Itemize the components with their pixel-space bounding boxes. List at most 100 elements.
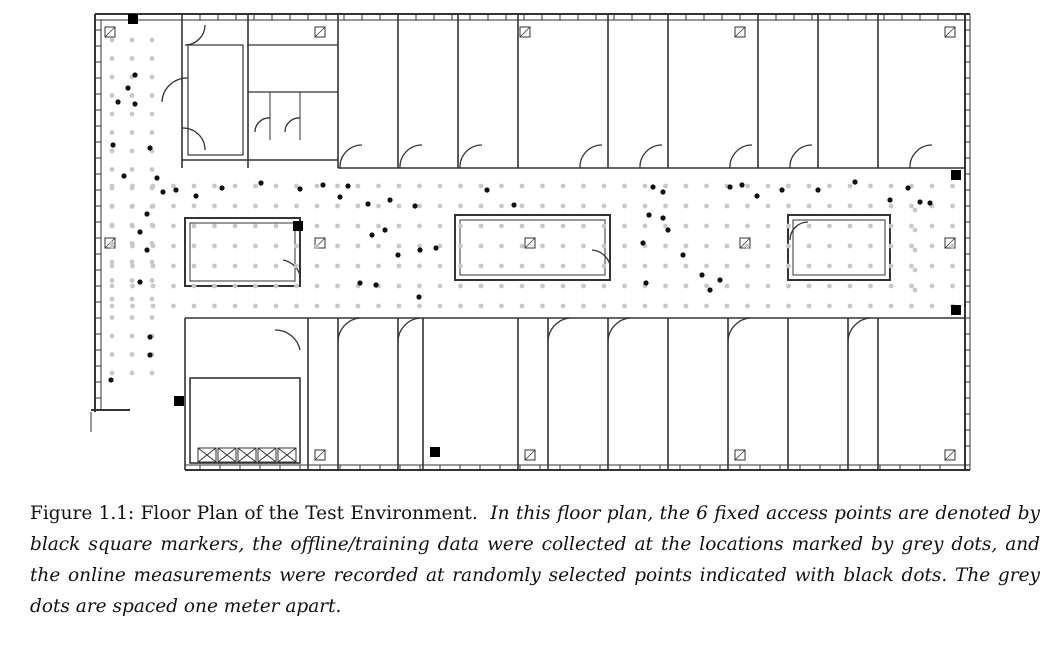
training-location-dot xyxy=(232,183,238,189)
training-location-dot xyxy=(929,183,935,189)
training-location-dot xyxy=(765,243,771,249)
training-location-dot xyxy=(149,222,155,228)
training-location-dot xyxy=(396,243,402,249)
training-location-dot xyxy=(642,203,648,209)
training-location-dot xyxy=(458,223,463,229)
training-location-dot xyxy=(129,111,135,117)
training-location-dot xyxy=(540,263,545,269)
training-location-dot xyxy=(109,283,115,289)
online-measurement-dot xyxy=(387,197,393,203)
door-swing xyxy=(847,317,871,343)
training-location-dot xyxy=(601,223,607,229)
training-location-dot xyxy=(560,263,566,269)
training-location-dot xyxy=(149,259,155,265)
training-location-dot xyxy=(663,283,668,289)
training-location-dot xyxy=(950,183,955,189)
door-swing xyxy=(909,144,933,169)
training-location-dot xyxy=(642,223,648,229)
training-location-dot xyxy=(335,203,340,209)
training-location-dot xyxy=(519,303,525,309)
door-swing xyxy=(727,317,751,343)
online-measurement-dot xyxy=(137,279,143,285)
training-location-dot xyxy=(149,167,155,172)
training-location-dot xyxy=(888,263,894,269)
pillar xyxy=(944,449,956,461)
training-location-dot xyxy=(499,223,504,229)
training-location-dot xyxy=(171,263,176,269)
training-location-dot xyxy=(109,259,115,265)
door-swing xyxy=(591,249,611,266)
pillar xyxy=(314,237,326,249)
training-location-dot xyxy=(560,303,566,309)
training-location-dot xyxy=(909,263,914,269)
training-location-dot xyxy=(191,263,197,269)
training-location-dot xyxy=(314,243,320,249)
online-measurement-dot xyxy=(643,280,649,286)
online-measurement-dot xyxy=(680,252,686,258)
online-measurement-dot xyxy=(927,200,933,206)
pillar-hatch xyxy=(739,237,751,249)
training-location-dot xyxy=(704,203,709,209)
training-location-dot xyxy=(601,243,607,249)
training-location-dot xyxy=(912,267,918,273)
training-location-dot xyxy=(129,56,135,61)
training-location-dot xyxy=(232,203,238,209)
training-location-dot xyxy=(129,241,135,246)
door-swing xyxy=(579,144,603,169)
training-location-dot xyxy=(273,303,279,309)
training-location-dot xyxy=(396,203,402,209)
training-location-dot xyxy=(581,183,586,189)
training-location-dot xyxy=(765,223,771,229)
training-location-dot xyxy=(806,303,812,309)
storage-room xyxy=(189,377,301,464)
access-points xyxy=(128,14,961,457)
training-location-dot xyxy=(950,203,955,209)
training-location-dot xyxy=(150,283,156,289)
training-location-dot xyxy=(478,223,484,229)
training-location-dot xyxy=(109,303,115,309)
training-location-dot xyxy=(868,203,873,209)
training-location-dot xyxy=(171,223,176,229)
door-swing xyxy=(284,117,301,133)
training-location-dot xyxy=(150,263,156,269)
training-location-dot xyxy=(560,223,566,229)
training-location-dot xyxy=(232,303,238,309)
training-locations xyxy=(109,37,955,376)
training-location-dot xyxy=(129,259,135,265)
door-swing xyxy=(184,24,206,46)
training-location-dot xyxy=(663,223,668,229)
training-location-dot xyxy=(171,183,176,189)
online-measurement-dot xyxy=(739,182,745,188)
training-location-dot xyxy=(109,352,115,357)
training-location-dot xyxy=(478,243,484,249)
pillar xyxy=(734,26,746,38)
access-point-marker xyxy=(951,305,961,315)
training-location-dot xyxy=(149,37,155,43)
training-location-dot xyxy=(560,203,566,209)
online-measurement-dot xyxy=(258,180,264,186)
pillar xyxy=(519,26,531,38)
online-measurement-dot xyxy=(297,186,303,192)
training-location-dot xyxy=(622,243,627,249)
online-measurement-dot xyxy=(110,142,116,148)
training-location-dot xyxy=(683,203,689,209)
access-point-marker xyxy=(174,396,184,406)
training-location-dot xyxy=(149,93,155,98)
training-location-dot xyxy=(191,183,197,189)
training-location-dot xyxy=(294,303,299,309)
training-location-dot xyxy=(642,263,648,269)
online-measurement-dot xyxy=(320,182,326,188)
training-location-dot xyxy=(868,223,873,229)
training-location-dot xyxy=(581,223,586,229)
door-swing xyxy=(181,127,206,151)
training-location-dot xyxy=(129,130,135,135)
caption-text: In this floor plan, the 6 fixed access p… xyxy=(30,503,1040,617)
training-location-dot xyxy=(704,183,709,189)
training-location-dot xyxy=(232,223,238,229)
online-measurement-dot xyxy=(852,179,858,185)
access-point-marker xyxy=(293,221,303,231)
pillar xyxy=(524,237,536,249)
training-location-dot xyxy=(806,283,812,289)
training-location-dot xyxy=(273,263,279,269)
online-measurement-dot xyxy=(173,187,179,193)
